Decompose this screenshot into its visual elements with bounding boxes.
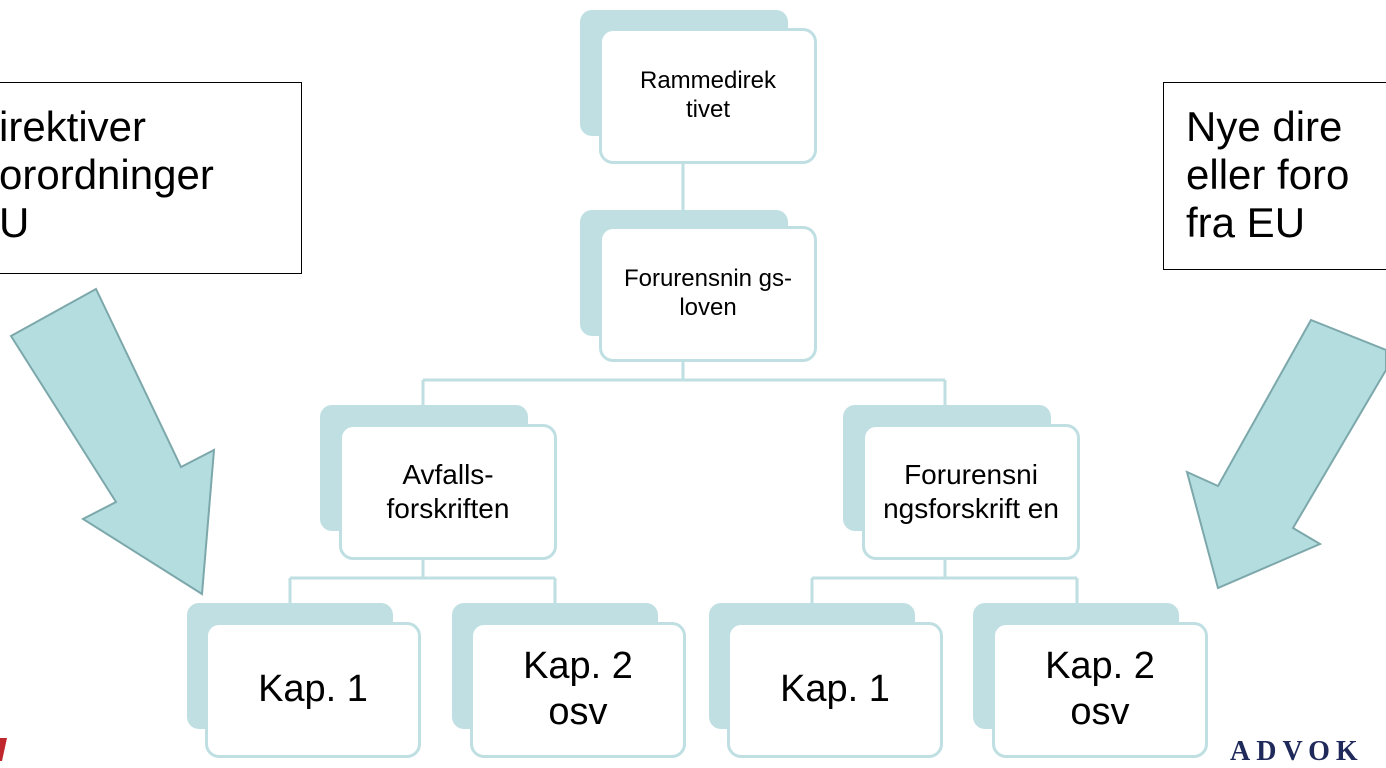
left-node-label: Avfalls- forskriften bbox=[386, 459, 510, 524]
left-callout-line-1: irektiver bbox=[0, 103, 147, 150]
right-arrow-shape bbox=[1185, 318, 1386, 590]
rr-node-label: Kap. 2 osv bbox=[1045, 645, 1155, 733]
level2-node-label: Forurensnin gs-loven bbox=[623, 265, 793, 321]
left-node: Avfalls- forskriften bbox=[339, 424, 557, 560]
lr-node-label: Kap. 2 osv bbox=[523, 645, 633, 733]
logo-text: ADVOK bbox=[1230, 736, 1364, 767]
lr-node: Kap. 2 osv bbox=[470, 622, 686, 758]
root-node: Rammedirek tivet bbox=[599, 28, 817, 164]
right-callout-line-1: Nye dire bbox=[1186, 103, 1343, 150]
root-node-label: Rammedirek tivet bbox=[639, 67, 777, 123]
connector-lines bbox=[288, 135, 1079, 603]
rl-node: Kap. 1 bbox=[727, 622, 943, 758]
left-callout-line-3: U bbox=[0, 199, 30, 246]
level2-node: Forurensnin gs-loven bbox=[599, 226, 817, 362]
right-node-label: Forurensni ngsforskrift en bbox=[883, 459, 1059, 524]
rr-node: Kap. 2 osv bbox=[992, 622, 1208, 758]
right-callout-line-3: fra EU bbox=[1186, 199, 1306, 246]
ll-node: Kap. 1 bbox=[205, 622, 421, 758]
ll-node-label: Kap. 1 bbox=[258, 668, 368, 711]
left-callout-box: irektiver orordninger U bbox=[0, 82, 302, 274]
logo-mark-shape bbox=[0, 738, 7, 761]
right-callout-box: Nye dire eller foro fra EU bbox=[1163, 82, 1386, 270]
rl-node-label: Kap. 1 bbox=[780, 668, 890, 711]
right-callout-line-2: eller foro bbox=[1186, 151, 1350, 198]
left-arrow-shape bbox=[9, 287, 216, 596]
right-node: Forurensni ngsforskrift en bbox=[862, 424, 1080, 560]
left-callout-line-2: orordninger bbox=[0, 151, 214, 198]
